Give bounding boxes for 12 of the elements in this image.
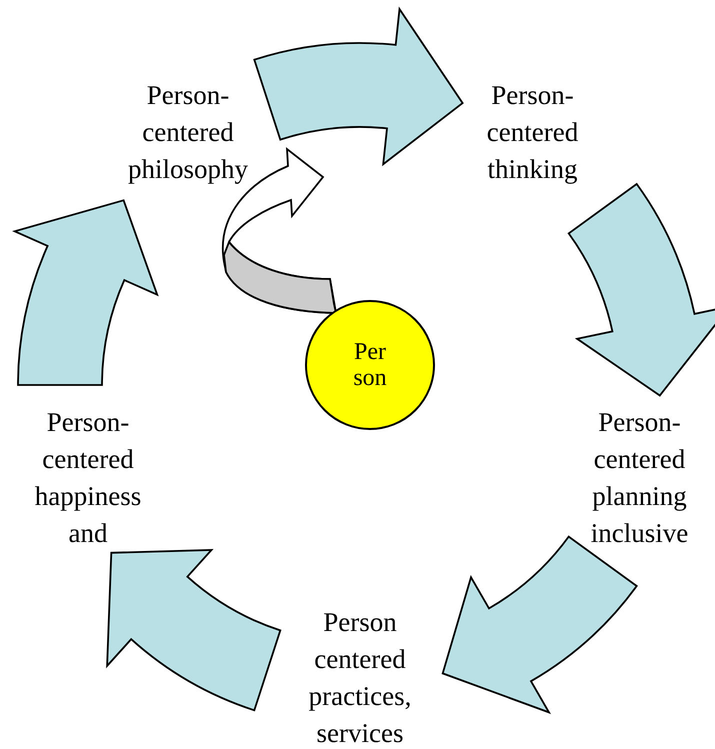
curved-block-arrow bbox=[442, 536, 638, 714]
circle-label: Per son bbox=[352, 339, 388, 391]
curved-block-arrow bbox=[253, 8, 464, 166]
stage-label: Person-centered happiness and bbox=[18, 404, 158, 552]
curved-block-arrow bbox=[568, 183, 715, 396]
stage-label: Person-centered planning inclusive bbox=[572, 404, 707, 552]
curved-block-arrow bbox=[106, 549, 282, 712]
curved-arrow bbox=[222, 148, 337, 314]
stage-label: Person-centered thinking bbox=[470, 77, 595, 188]
stage-label: Person-centered philosophy bbox=[108, 77, 268, 188]
stage-label: Person centered practices, services bbox=[290, 604, 430, 749]
curved-block-arrow bbox=[14, 199, 158, 386]
